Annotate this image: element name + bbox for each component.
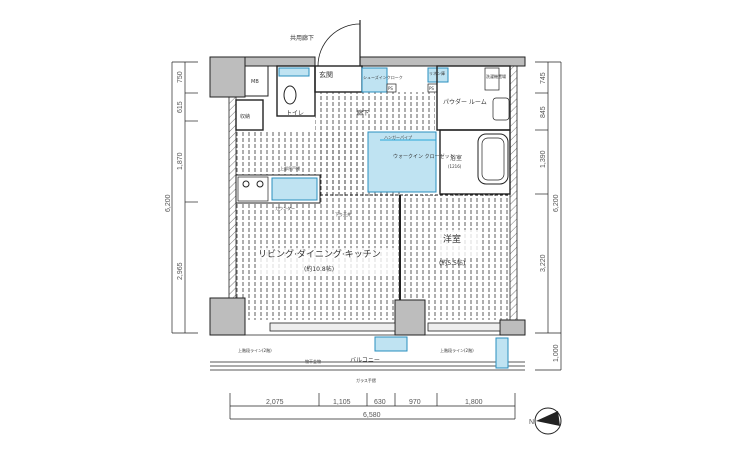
laundry-label: 洗濯機置場 <box>486 73 506 79</box>
right-dimensions: 745 845 1,390 3,220 6,200 1,000 <box>535 61 562 371</box>
hallway-floor <box>315 92 435 130</box>
walk-in-closet-label: ウォークイン クローゼット <box>393 153 455 160</box>
bottom-right-column <box>499 319 526 336</box>
dim-bottom-3: 630 <box>374 399 386 406</box>
bottom-dimensions: 2,075 1,105 630 970 1,800 6,580 <box>229 393 516 420</box>
counter-label: カウンター <box>275 205 295 211</box>
drying-hardware-label: 物干金物 <box>305 358 321 364</box>
toilet-fixture <box>283 85 297 105</box>
entrance-label: 玄関 <box>319 70 333 79</box>
common-corridor-label: 共用廊下 <box>290 34 314 42</box>
dim-bottom-5: 1,800 <box>465 399 483 406</box>
western-room-size-label: (約5.5帖) <box>439 259 465 267</box>
glass-railing-label: ガラス手摺 <box>356 377 376 383</box>
compass-icon: N <box>529 407 562 435</box>
hallway-floor-2 <box>320 130 368 195</box>
toilet-shelf <box>278 67 310 77</box>
bath-label: 浴室 <box>450 154 462 162</box>
dim-left-4: 2,965 <box>177 262 184 280</box>
right-wall <box>509 65 518 321</box>
dim-left-3: 1,870 <box>177 152 184 170</box>
storage-room <box>235 99 264 131</box>
lowered-ceiling-label: 下り天井 <box>335 211 351 217</box>
top-left-column <box>209 56 246 98</box>
dim-right-balcony: 1,000 <box>553 344 560 362</box>
linen-closet <box>427 67 449 83</box>
bath-size-label: (1216) <box>448 164 462 169</box>
hanger-pipe-label: ハンガーパイプ <box>384 134 412 140</box>
dim-right-2: 845 <box>540 106 547 118</box>
bottom-left-column <box>209 297 246 336</box>
dim-bottom-4: 970 <box>409 399 421 406</box>
dim-bottom-1: 2,075 <box>266 399 284 406</box>
bottom-mid-column <box>394 299 426 336</box>
dim-left-2: 615 <box>177 101 184 113</box>
western-room-label: 洋室 <box>443 233 461 245</box>
compass-north-label: N <box>529 419 534 426</box>
ps-left-label: PS <box>388 86 393 91</box>
dim-right-4: 3,220 <box>540 254 547 272</box>
entrance-room <box>314 65 363 93</box>
dim-right-1: 745 <box>540 72 547 84</box>
upper-floor-line-right: 上階段ライン(2階) <box>440 347 474 353</box>
dim-right-3: 1,390 <box>540 150 547 168</box>
ldk-size-label: (約10.8帖) <box>304 265 334 273</box>
balcony-label: バルコニー <box>350 357 380 364</box>
dim-bottom-2: 1,105 <box>333 399 351 406</box>
sink <box>271 177 318 201</box>
left-dimensions: 750 615 1,870 2,965 6,200 <box>165 61 198 334</box>
sash-window-left[interactable] <box>269 322 396 332</box>
cooktop <box>237 176 269 202</box>
washbasin <box>492 97 510 121</box>
balcony-hatch <box>495 337 509 369</box>
ps-right-label: PS <box>429 86 434 91</box>
mb-box <box>244 65 269 97</box>
shoes-closet-label: シューズインクローク <box>363 74 403 80</box>
storage-label: 収納 <box>240 113 250 120</box>
dim-left-1: 750 <box>177 71 184 83</box>
top-wall-right <box>359 56 526 67</box>
hallway-label: 廊下 <box>357 109 369 117</box>
left-wall <box>228 96 237 321</box>
bathroom <box>439 129 511 195</box>
dim-right-total: 6,200 <box>553 194 560 212</box>
door-swing <box>317 23 361 67</box>
upper-cabinet-label: 上部吊戸棚 <box>280 165 300 171</box>
walk-in-closet <box>367 131 437 193</box>
upper-floor-line-left: 上階段ライン(2階) <box>238 347 272 353</box>
dim-left-total: 6,200 <box>165 194 172 212</box>
laundry-space <box>484 67 500 91</box>
shoes-closet <box>361 67 388 93</box>
mb-label: MB <box>251 79 259 85</box>
bathtub <box>477 133 509 185</box>
sash-window-right[interactable] <box>427 322 501 332</box>
ps-left-box <box>386 83 397 93</box>
dim-bottom-total: 6,580 <box>363 412 381 419</box>
powder-room-label: パウダー ルーム <box>443 98 487 106</box>
balcony-vent <box>374 336 408 352</box>
ldk-label: リビング·ダイニング·キッチン <box>258 248 381 260</box>
toilet-label: トイレ <box>286 110 304 117</box>
